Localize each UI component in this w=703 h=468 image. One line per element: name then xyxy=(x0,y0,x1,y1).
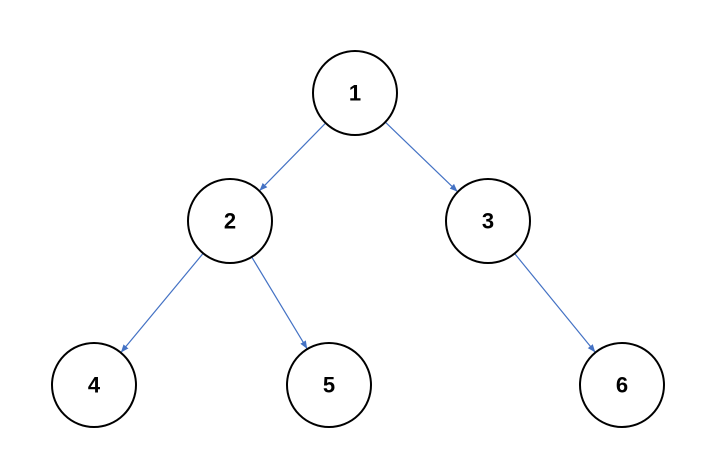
edge-1-to-2 xyxy=(259,122,327,191)
tree-node-label: 4 xyxy=(88,373,101,398)
tree-node-label: 2 xyxy=(224,209,236,234)
tree-node-circle xyxy=(312,50,398,136)
edge-1-to-3 xyxy=(384,121,458,192)
tree-node-circle xyxy=(187,178,273,264)
tree-node-4: 4 xyxy=(51,342,137,428)
tree-node-circle xyxy=(579,342,665,428)
tree-node-5: 5 xyxy=(286,342,372,428)
tree-node-circle xyxy=(286,342,372,428)
tree-node-1: 1 xyxy=(312,50,398,136)
tree-node-circle xyxy=(445,178,531,264)
edge-2-to-5 xyxy=(251,256,308,349)
tree-node-label: 3 xyxy=(482,209,494,234)
tree-node-2: 2 xyxy=(187,178,273,264)
tree-node-6: 6 xyxy=(579,342,665,428)
tree-node-label: 5 xyxy=(323,373,335,398)
edge-2-to-4 xyxy=(120,252,204,353)
nodes-layer: 1 2 3 4 5 6 xyxy=(51,50,665,428)
tree-node-label: 6 xyxy=(616,373,628,398)
tree-node-3: 3 xyxy=(445,178,531,264)
edges-layer xyxy=(120,121,596,353)
edge-3-to-6 xyxy=(514,253,596,353)
tree-node-circle xyxy=(51,342,137,428)
tree-node-label: 1 xyxy=(349,81,361,106)
